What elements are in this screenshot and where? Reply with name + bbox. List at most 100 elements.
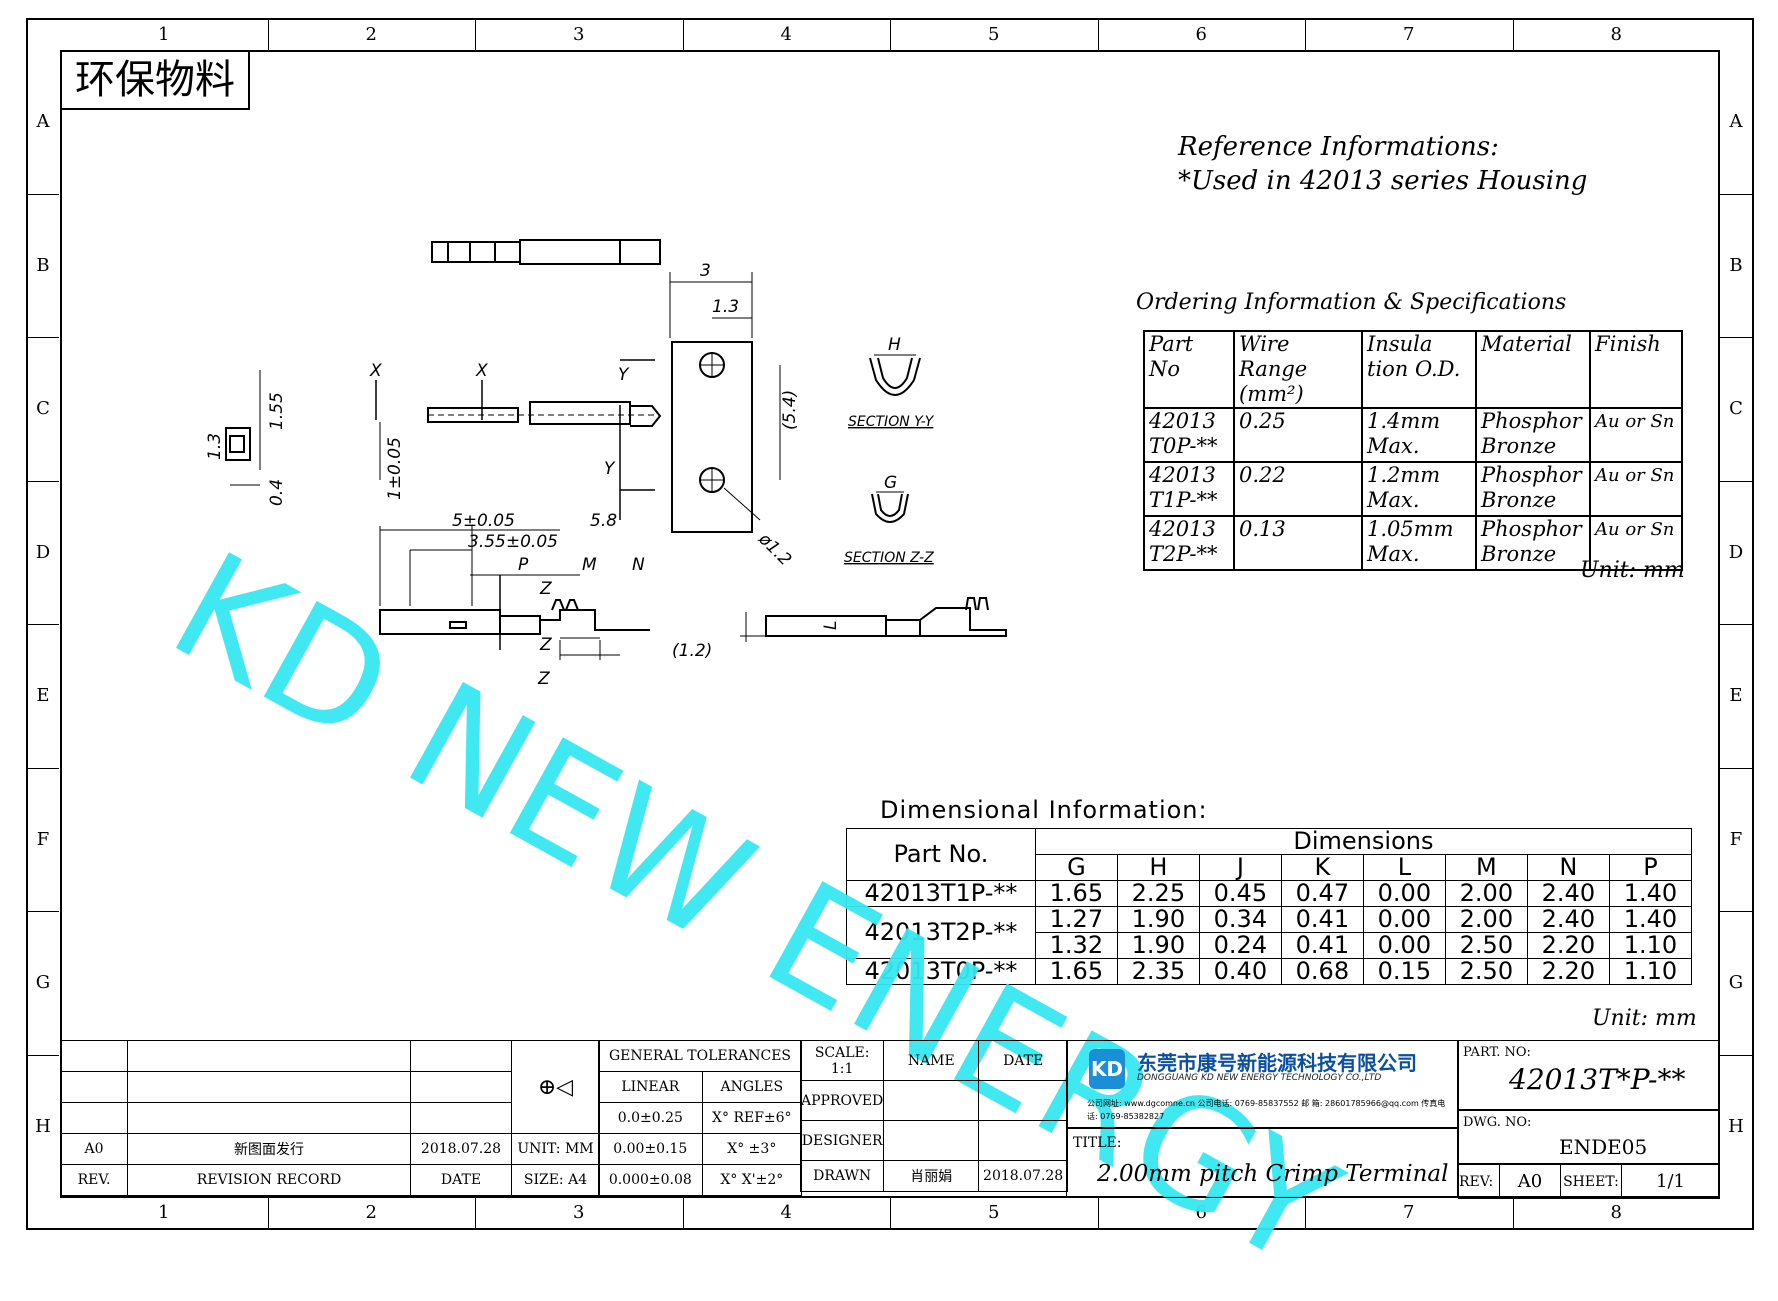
date-header: DATE [410, 1164, 512, 1196]
rev-record: 新图面发行 [127, 1133, 411, 1165]
dwgno-label: DWG. NO: [1463, 1115, 1532, 1130]
dim-value: 0.34 [1198, 906, 1282, 933]
zone-marker: F [1720, 768, 1752, 912]
carrier-strip [671, 341, 753, 533]
dim-value: 0.15 [1362, 958, 1446, 985]
unit-label: UNIT: MM [511, 1133, 600, 1165]
section-yy-profile [869, 357, 921, 396]
dim-value: 0.40 [1198, 958, 1282, 985]
dimensional-unit: Unit: mm [1592, 1006, 1697, 1031]
dim-04: 0.4 [267, 479, 287, 506]
dim-54: (5.4) [780, 390, 800, 430]
zone-marker: 4 [683, 20, 891, 50]
label-n: N [632, 555, 645, 575]
date-header-2: DATE [978, 1040, 1068, 1081]
label-y1: Y [618, 365, 630, 385]
sheet-label: SHEET: [1560, 1164, 1622, 1199]
ordering-wire: 0.22 [1233, 461, 1363, 517]
section-zz-label: SECTION Z-Z [844, 550, 934, 566]
dim-value: 0.68 [1280, 958, 1364, 985]
title-block-left: ⊕◁ A0 新图面发行 2018.07.28 UNIT: MM REV. REV… [60, 1040, 600, 1196]
projection-icon: ⊕◁ [537, 1074, 574, 1100]
size-label: SIZE: A4 [511, 1164, 600, 1196]
zone-marker: 1 [60, 1198, 269, 1228]
outer-frame [26, 18, 1754, 1230]
zone-marker: 2 [268, 1198, 476, 1228]
tol-3: 0.000±0.08 [598, 1164, 703, 1196]
top-view-contact [519, 239, 661, 265]
dwgno-box: DWG. NO: ENDE05 [1458, 1110, 1720, 1164]
dim-header-group: Dimensions [1034, 828, 1693, 855]
dim-value: 2.20 [1526, 932, 1610, 959]
dim-value: 1.27 [1034, 906, 1118, 933]
dim-phi: ø1.2 [754, 529, 795, 570]
zone-marker: B [1720, 194, 1752, 338]
zone-marker: A [1720, 50, 1752, 195]
reference-line-2: *Used in 42013 series Housing [1178, 166, 1588, 196]
dim-col-header: K [1280, 854, 1364, 881]
label-y2: Y [604, 459, 616, 479]
zone-marker: 5 [890, 1198, 1099, 1228]
dim-value: 2.40 [1526, 906, 1610, 933]
ordering-wire: 0.13 [1233, 515, 1363, 571]
dim-col-header: P [1608, 854, 1693, 881]
ordering-material: Phosphor Bronze [1475, 407, 1591, 463]
partno-box: PART. NO: 42013T*P-** [1458, 1040, 1720, 1110]
dim-3: 3 [700, 261, 711, 281]
label-g: G [884, 473, 897, 493]
ordering-material: Phosphor Bronze [1475, 515, 1591, 571]
label-z1: Z [539, 579, 552, 599]
rev-value: A0 [1499, 1164, 1561, 1199]
dim-value: 0.41 [1280, 932, 1364, 959]
ordering-od: 1.05mm Max. [1361, 515, 1477, 571]
section-zz-profile [871, 493, 909, 523]
company-block: KD 东莞市康号新能源科技有限公司 DONGGUANG KD NEW ENERG… [1066, 1040, 1458, 1128]
dim-value: 0.24 [1198, 932, 1282, 959]
zone-marker: 4 [683, 1198, 891, 1228]
zone-marker: D [1720, 481, 1752, 625]
company-name-en: DONGGUANG KD NEW ENERGY TECHNOLOGY CO.,L… [1137, 1073, 1382, 1083]
zone-marker: 7 [1305, 1198, 1514, 1228]
dim-value: 1.10 [1608, 958, 1693, 985]
approved-label: APPROVED [799, 1080, 885, 1121]
dim-58: 5.8 [590, 511, 617, 531]
dim-col-header: G [1034, 854, 1118, 881]
dim-header-part: Part No. [846, 828, 1036, 881]
dim-value: 0.00 [1362, 880, 1446, 907]
zone-marker: G [1720, 911, 1752, 1056]
dim-value: 2.25 [1116, 880, 1200, 907]
ordering-header-finish: Finish [1589, 330, 1683, 409]
dim-value: 0.41 [1280, 906, 1364, 933]
ordering-finish: Au or Sn [1589, 515, 1683, 571]
dim-13b: 1.3 [205, 433, 225, 460]
tol-2: 0.00±0.15 [598, 1133, 703, 1165]
dim-355: 3.55±0.05 [468, 532, 558, 552]
angles-header: ANGLES [701, 1071, 803, 1103]
ordering-part: 42013 T2P-** [1143, 515, 1235, 571]
label-h: H [888, 335, 901, 355]
ordering-finish: Au or Sn [1589, 407, 1683, 463]
dim-value: 2.20 [1526, 958, 1610, 985]
ordering-header-material: Material [1475, 330, 1591, 409]
name-header: NAME [883, 1040, 980, 1081]
zone-marker: 8 [1610, 24, 1622, 45]
approval-block: SCALE:1:1 NAME DATE APPROVED DESIGNER DR… [799, 1040, 1068, 1192]
zone-marker: 5 [890, 20, 1099, 50]
dim-col-header: J [1198, 854, 1282, 881]
zone-marker: C [1720, 337, 1752, 482]
rev-code: A0 [60, 1133, 128, 1165]
scale-cell: SCALE:1:1 [799, 1040, 885, 1081]
partno-value: 42013T*P-** [1509, 1063, 1686, 1096]
dim-155: 1.55 [267, 392, 287, 430]
rev-header: REV. [60, 1164, 128, 1196]
ordering-material: Phosphor Bronze [1475, 461, 1591, 517]
dim-col-header: M [1444, 854, 1528, 881]
eco-stamp: 环保物料 [60, 50, 250, 110]
zone-marker: C [27, 337, 59, 482]
